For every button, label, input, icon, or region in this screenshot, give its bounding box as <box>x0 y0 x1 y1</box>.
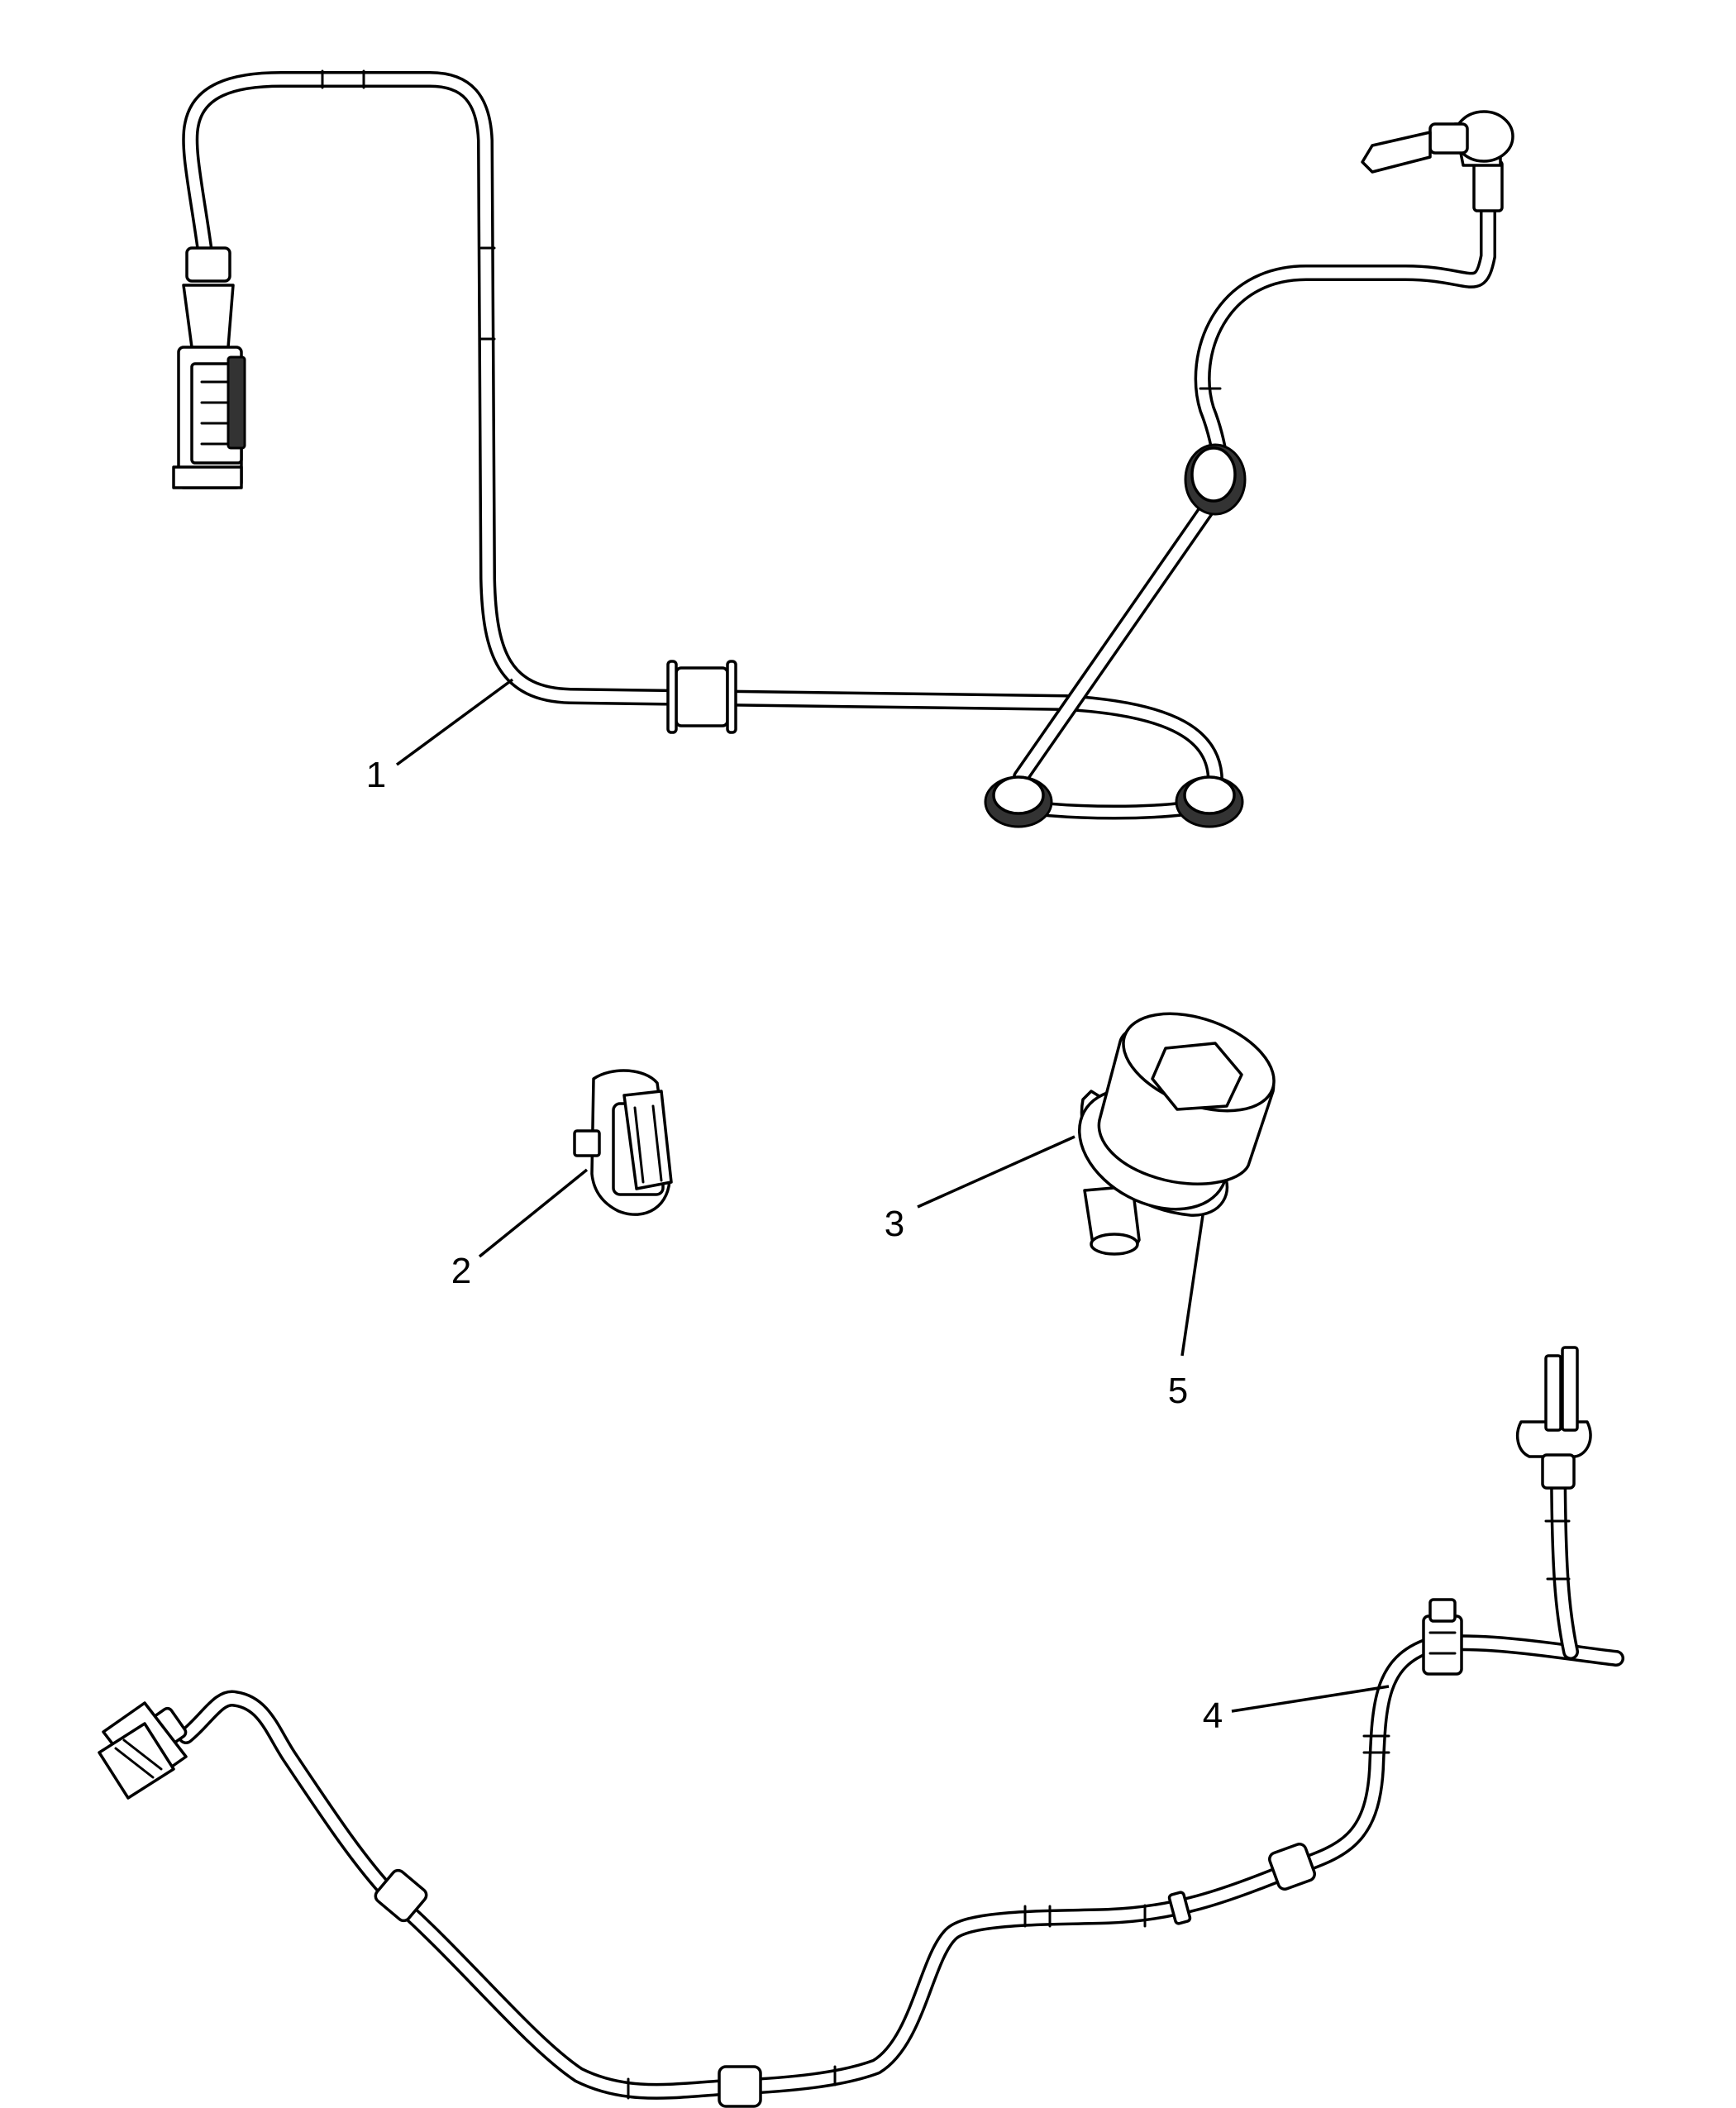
part-4-sensor-harness <box>98 1346 1624 2108</box>
leader-4 <box>1231 1685 1390 1713</box>
leader-3 <box>917 1135 1075 1209</box>
part-3-sensor-plug <box>1077 1012 1276 1256</box>
callout-2: 2 <box>451 1251 471 1291</box>
callout-4: 4 <box>1203 1695 1223 1736</box>
callout-5: 5 <box>1168 1371 1188 1411</box>
callout-1: 1 <box>366 755 386 795</box>
part-1-sensor-harness <box>172 69 1514 828</box>
part-2-clip <box>573 1069 673 1216</box>
callout-3: 3 <box>885 1204 904 1244</box>
leader-1 <box>395 678 514 766</box>
leader-2 <box>478 1168 589 1258</box>
leader-5 <box>1180 1214 1204 1357</box>
